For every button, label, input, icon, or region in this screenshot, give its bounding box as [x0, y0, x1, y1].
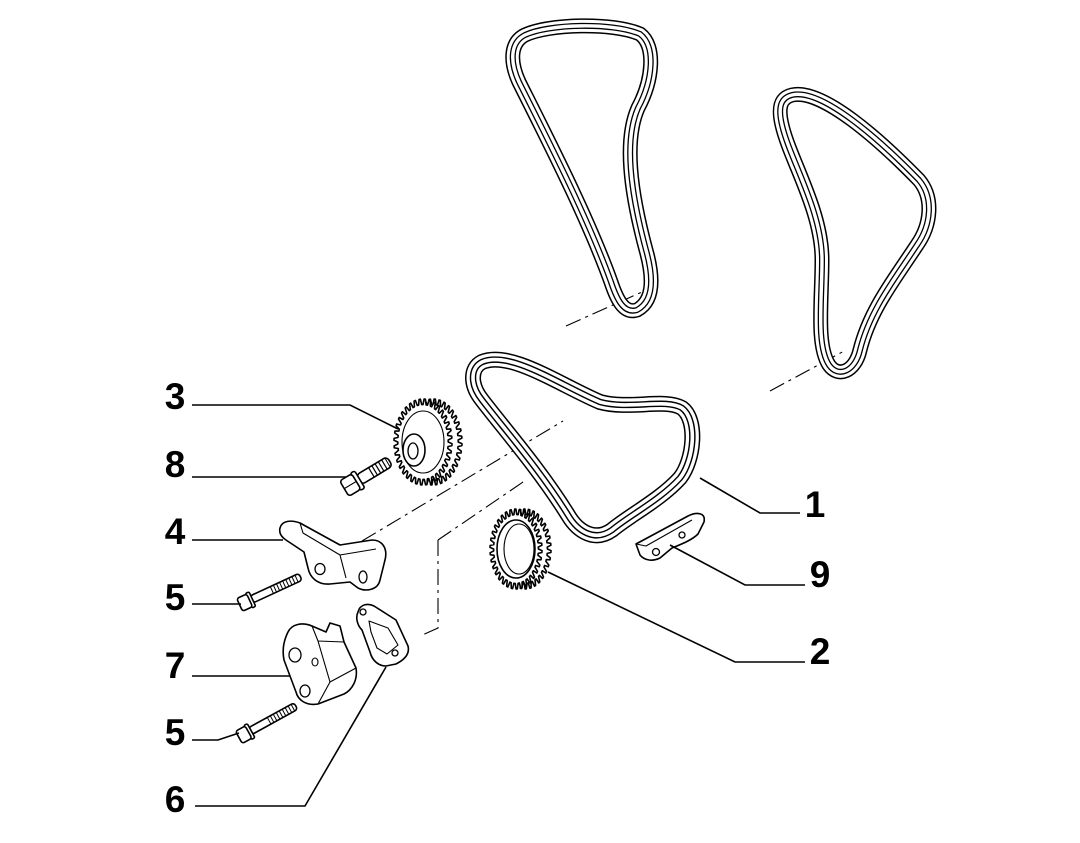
centre-lines [361, 291, 847, 637]
timing-chain-1 [473, 360, 692, 536]
callout-8: 8 [165, 444, 186, 485]
bolt-5-upper [236, 573, 302, 612]
sprocket-3 [393, 398, 463, 486]
callout-2: 2 [810, 631, 831, 672]
bolt-5-lower-thread [266, 703, 296, 725]
callout-5-upper: 5 [165, 577, 186, 618]
chain-guide-9-body [635, 512, 706, 561]
timing-chain-upper-right [780, 94, 929, 371]
callout-1: 1 [805, 484, 826, 525]
sprocket-3-ring [401, 410, 445, 474]
leader-5-lower [192, 732, 240, 741]
sprocket-2 [489, 508, 552, 590]
sprocket-2-bore [503, 523, 535, 575]
bracket-4-hole-right [358, 570, 368, 584]
chain-guide-9-hole-right [678, 531, 686, 539]
leader-3 [192, 404, 399, 430]
tensioner-7-hole-lower [299, 684, 311, 698]
bracket-4-edge [299, 522, 377, 579]
tensioner-7-boss [311, 657, 319, 667]
bolt-5-lower [235, 703, 298, 744]
chain-guide-9-edge [635, 519, 693, 547]
chain-guide-9 [635, 512, 706, 561]
callout-3: 3 [165, 376, 186, 417]
chain-guide-9-hole-left [651, 547, 661, 557]
gasket-6 [356, 603, 410, 667]
bolt-5-lower-head [235, 726, 252, 744]
tensioner-7 [282, 622, 358, 706]
bolt-5-upper-head [236, 593, 253, 612]
callout-4: 4 [165, 511, 186, 552]
bracket-4 [278, 520, 387, 591]
axis-line-gasket [419, 540, 439, 637]
bracket-4-hole-left [314, 562, 326, 576]
callout-9: 9 [810, 554, 831, 595]
bolt-8-head-edge [344, 480, 357, 490]
callout-numbers: 3 8 4 5 7 5 6 1 9 2 [165, 376, 831, 820]
tensioner-7-edges [311, 625, 357, 705]
axis-line-upper-right-chain [769, 349, 847, 392]
gasket-6-cutout [368, 620, 399, 655]
callout-7: 7 [165, 645, 186, 686]
bolt-5-lower-shank [248, 703, 298, 735]
callout-5-lower: 5 [165, 712, 186, 753]
bolt-5-upper-shank [250, 573, 302, 603]
axis-line-upper-left-chain [565, 291, 643, 327]
gasket-6-hole-lower [391, 649, 399, 657]
axis-line-sprocket-3 [361, 420, 564, 542]
bolt-8 [339, 457, 392, 497]
leader-9 [669, 544, 805, 586]
callout-6: 6 [165, 779, 186, 820]
tensioner-7-hole-upper [288, 647, 302, 663]
bracket-4-body [278, 520, 387, 591]
timing-chain-upper-left [513, 26, 651, 311]
tensioner-7-body [282, 622, 358, 706]
axis-line-sprocket-2 [437, 479, 527, 541]
sprocket-2-inner-ring [496, 519, 536, 579]
leader-6 [195, 666, 387, 807]
gasket-6-hole-upper [359, 608, 367, 616]
leader-lines [192, 404, 805, 807]
leader-1 [699, 477, 800, 514]
sprocket-3-bore [407, 442, 419, 460]
leader-2 [547, 571, 805, 663]
